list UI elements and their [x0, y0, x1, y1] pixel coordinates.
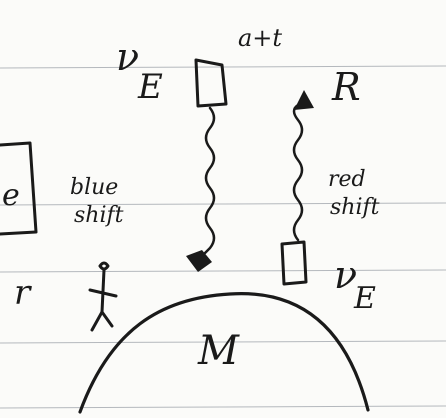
red-shift-label-1: red [328, 167, 366, 192]
arrow-head-down [186, 250, 212, 272]
rule-line [0, 340, 446, 344]
left-box [0, 141, 38, 236]
red-shift-label-2: shift [330, 195, 380, 220]
bottom-right-nu: ν [334, 253, 357, 297]
rule-line [0, 405, 446, 409]
mass-label: M [197, 328, 240, 374]
arrow-head-up [294, 90, 314, 110]
top-emitter-box [194, 58, 228, 108]
rule-line [0, 202, 446, 206]
rule-line [0, 269, 446, 273]
left-r: r [14, 273, 32, 313]
blue-shift-label-1: blue [70, 175, 118, 200]
red-shift-photon [292, 103, 304, 242]
blue-shift-label-2: shift [74, 203, 124, 228]
bottom-right-E: E [353, 281, 376, 316]
top-left-E: E [137, 67, 163, 107]
top-left-nu: ν [116, 35, 139, 79]
top-right-R: R [331, 65, 361, 109]
stick-figure [88, 261, 118, 332]
left-box-letter: e [2, 178, 20, 213]
bottom-emitter-box [280, 240, 308, 286]
ruled-lines [0, 65, 446, 409]
mass-arc [78, 292, 370, 414]
blue-shift-photon [202, 106, 216, 256]
top-note: a+t [238, 24, 282, 52]
